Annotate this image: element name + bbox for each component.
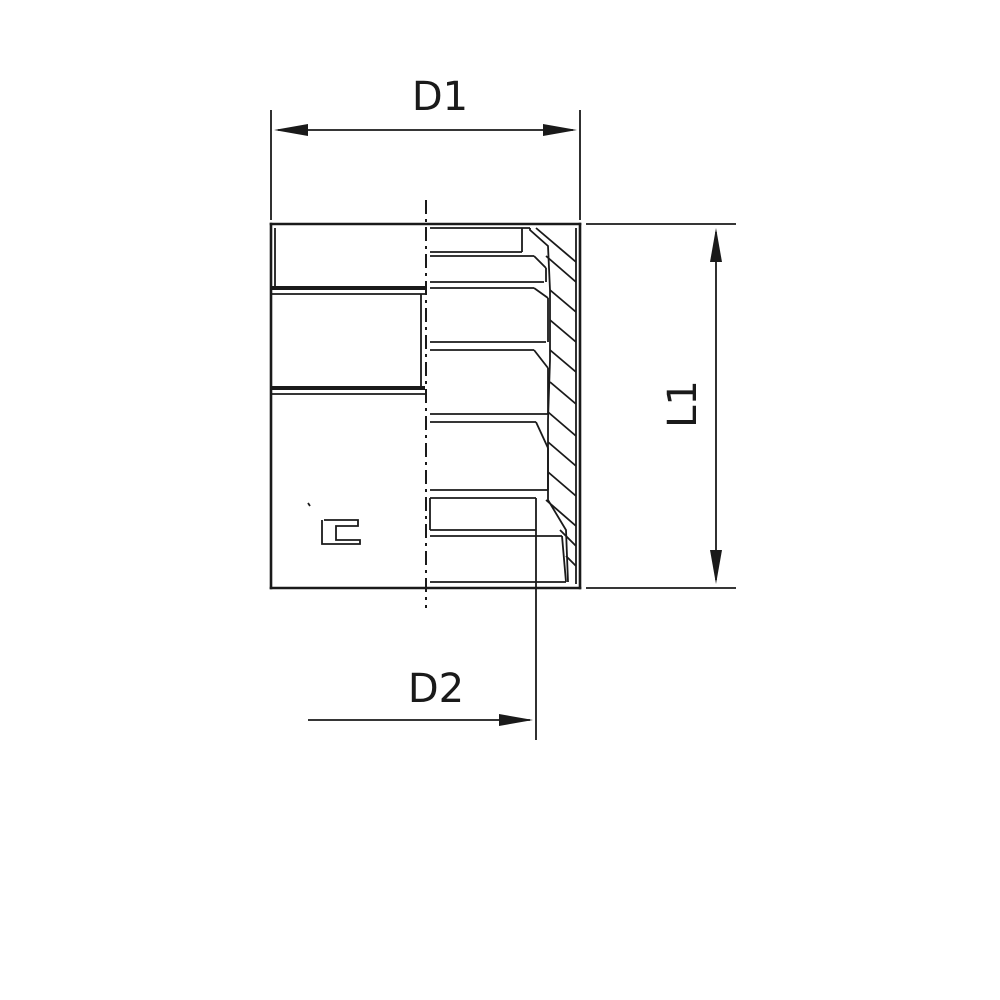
- dimension-l1: [586, 223, 736, 589]
- dimension-d2: [308, 498, 537, 740]
- internal-serrations: [429, 227, 577, 584]
- section-hatching: [535, 227, 577, 567]
- external-view: [271, 228, 425, 395]
- body-mark: [321, 519, 361, 545]
- label-d1: D1: [412, 74, 468, 120]
- dimension-d1: [270, 110, 581, 220]
- body-outline: [269, 222, 582, 590]
- label-l1: L1: [660, 380, 706, 428]
- body-tick: [307, 502, 311, 507]
- label-d2: D2: [408, 666, 464, 712]
